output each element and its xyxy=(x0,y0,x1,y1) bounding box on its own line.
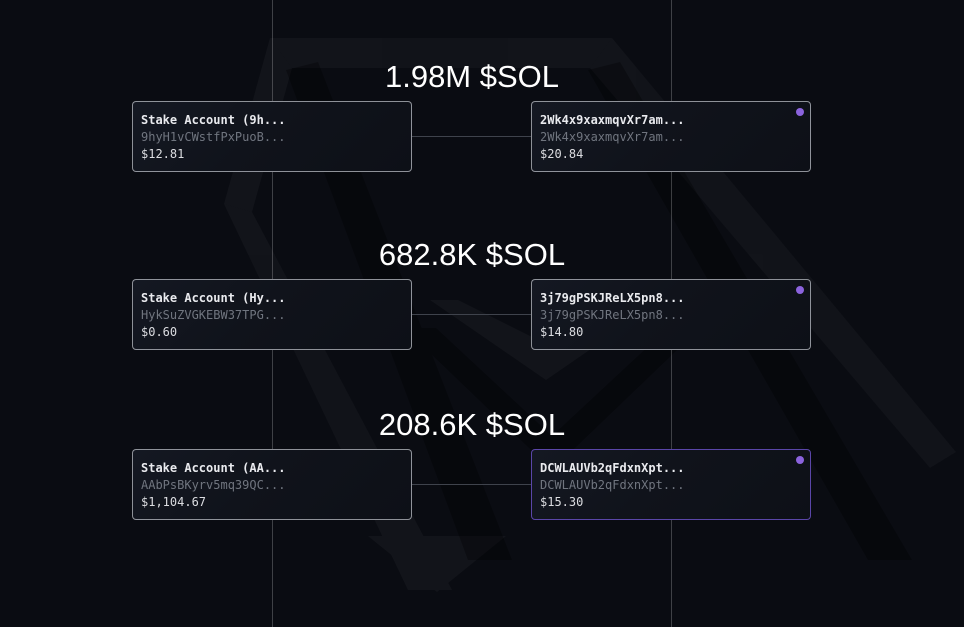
status-dot-icon xyxy=(796,108,804,116)
node-usd-value: $1,104.67 xyxy=(141,495,207,509)
node-usd-value: $0.60 xyxy=(141,325,178,339)
edge-horizontal xyxy=(412,484,531,485)
flow-amount-label: 682.8K $SOL xyxy=(378,237,566,272)
edge-horizontal xyxy=(412,314,531,315)
flow-amount-label: 208.6K $SOL xyxy=(378,407,566,442)
node-title: Stake Account (AA... xyxy=(141,461,286,475)
flow-amount-label: 1.98M $SOL xyxy=(384,59,560,94)
source-node[interactable]: Stake Account (AA... AAbPsBKyrv5mq39QC..… xyxy=(132,449,412,520)
source-node[interactable]: Stake Account (Hy... HykSuZVGKEBW37TPG..… xyxy=(132,279,412,350)
node-address: HykSuZVGKEBW37TPG... xyxy=(141,308,286,322)
target-node[interactable]: 3j79gPSKJReLX5pn8... 3j79gPSKJReLX5pn8..… xyxy=(531,279,811,350)
target-node[interactable]: 2Wk4x9xaxmqvXr7am... 2Wk4x9xaxmqvXr7am..… xyxy=(531,101,811,172)
node-usd-value: $14.80 xyxy=(540,325,584,339)
node-title: 2Wk4x9xaxmqvXr7am... xyxy=(540,113,685,127)
node-usd-value: $20.84 xyxy=(540,147,584,161)
status-dot-icon xyxy=(796,286,804,294)
node-usd-value: $12.81 xyxy=(141,147,185,161)
target-node[interactable]: DCWLAUVb2qFdxnXpt... DCWLAUVb2qFdxnXpt..… xyxy=(531,449,811,520)
node-address: AAbPsBKyrv5mq39QC... xyxy=(141,478,286,492)
node-title: DCWLAUVb2qFdxnXpt... xyxy=(540,461,685,475)
node-address: DCWLAUVb2qFdxnXpt... xyxy=(540,478,685,492)
node-address: 9hyH1vCWstfPxPuoB... xyxy=(141,130,286,144)
status-dot-icon xyxy=(796,456,804,464)
source-node[interactable]: Stake Account (9h... 9hyH1vCWstfPxPuoB..… xyxy=(132,101,412,172)
node-address: 2Wk4x9xaxmqvXr7am... xyxy=(540,130,685,144)
node-title: Stake Account (9h... xyxy=(141,113,286,127)
node-address: 3j79gPSKJReLX5pn8... xyxy=(540,308,685,322)
node-usd-value: $15.30 xyxy=(540,495,584,509)
edge-horizontal xyxy=(412,136,531,137)
node-title: 3j79gPSKJReLX5pn8... xyxy=(540,291,685,305)
node-title: Stake Account (Hy... xyxy=(141,291,286,305)
